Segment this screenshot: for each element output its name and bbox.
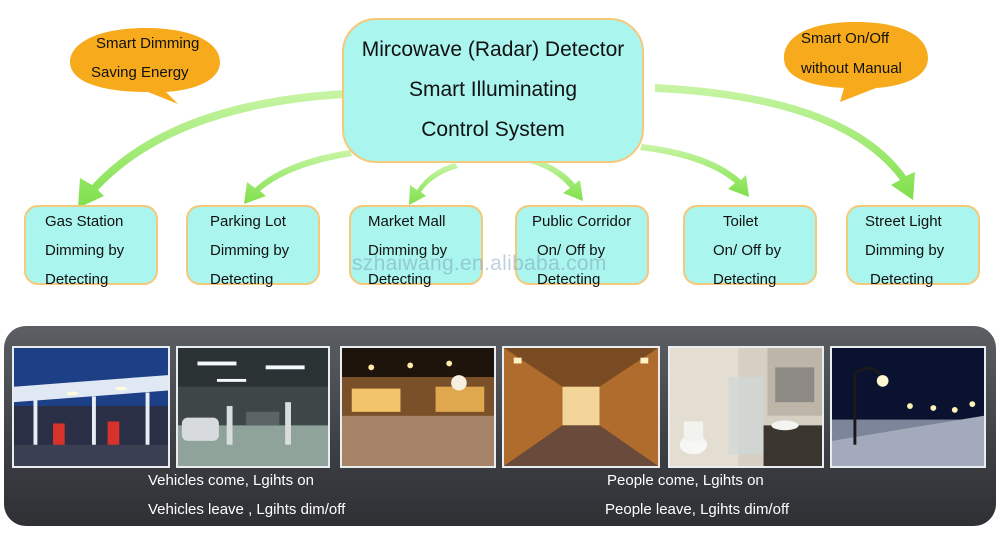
app-mode: Dimming by [45,242,125,259]
speech-bubble-right [784,22,928,102]
app-title: Parking Lot [210,213,286,230]
app-mode: On/ Off by [537,242,606,259]
caption-vehicles-leave: Vehicles leave , Lgihts dim/off [148,501,346,518]
bubble-right-line2: without Manual [801,60,902,77]
app-box-toilet: Toilet On/ Off by Detecting [683,205,817,288]
app-box-street-light: Street Light Dimming by Detecting [846,205,980,288]
title-line2: Smart Illuminating [408,78,578,101]
bubble-left-line2: Saving Energy [91,64,189,81]
street-light-photo [830,346,986,468]
arrow-to-market-mall [409,163,458,205]
app-trigger: Detecting [45,271,109,288]
bubble-left-line1: Smart Dimming [96,35,200,52]
app-box-public-corridor: Public Corridor On/ Off by Detecting [515,205,649,288]
app-trigger: Detecting [713,271,777,288]
app-title: Street Light [865,213,942,230]
app-title: Gas Station [45,213,124,230]
watermark: szhaiwang.en.alibaba.com [352,252,607,275]
app-trigger: Detecting [870,271,934,288]
gas-station-photo [12,346,170,468]
title-line3: Control System [421,118,565,141]
app-mode: On/ Off by [713,242,782,259]
parking-lot-photo [176,346,330,468]
speech-bubble-left [70,28,220,104]
caption-people-leave: People leave, Lgihts dim/off [605,501,790,518]
app-title: Toilet [723,213,759,230]
toilet-photo [668,346,824,468]
app-trigger: Detecting [368,271,432,288]
arrow-to-gas-station [78,90,345,208]
system-title-box: Mircowave (Radar) Detector Smart Illumin… [342,18,644,163]
public-corridor-photo [502,346,660,468]
app-mode: Dimming by [865,242,945,259]
app-mode: Dimming by [210,242,290,259]
caption-vehicles-come: Vehicles come, Lgihts on [148,472,314,489]
app-title: Public Corridor [532,213,632,230]
arrow-to-toilet [640,144,749,197]
market-mall-photo [340,346,496,468]
arrow-to-parking-lot [244,150,352,204]
title-line1: Mircowave (Radar) Detector [361,38,625,61]
app-trigger: Detecting [210,271,274,288]
arrow-to-public-corridor [530,158,583,201]
app-title: Market Mall [368,213,446,230]
bubble-right-line1: Smart On/Off [801,30,890,47]
app-box-market-mall: Market Mall Dimming by Detecting [349,205,483,288]
app-box-parking-lot: Parking Lot Dimming by Detecting [186,205,320,288]
arrow-to-street-light [655,84,915,200]
caption-people-come: People come, Lgihts on [607,472,764,489]
app-mode: Dimming by [368,242,448,259]
app-box-gas-station: Gas Station Dimming by Detecting [24,205,158,288]
app-trigger: Detecting [537,271,601,288]
